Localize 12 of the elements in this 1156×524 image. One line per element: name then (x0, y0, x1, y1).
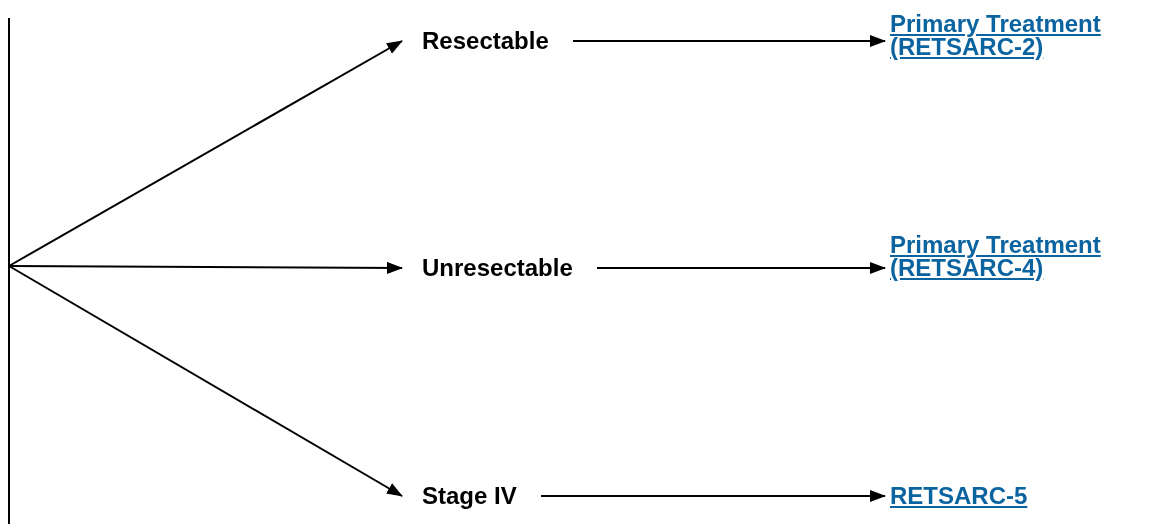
arrow (540, 490, 886, 502)
arrow (572, 35, 886, 47)
category-label: Stage IV (422, 482, 517, 510)
link: Primary Treatment (RETSARC-4) (890, 233, 1156, 279)
link: RETSARC-5 (890, 484, 1156, 507)
link: Primary Treatment (RETSARC-2) (890, 12, 1156, 58)
category-label: Resectable (422, 27, 549, 55)
arrow (8, 261, 403, 274)
arrow (8, 265, 403, 497)
arrow (8, 40, 403, 267)
category-label: Unresectable (422, 254, 573, 282)
arrow (596, 262, 886, 274)
